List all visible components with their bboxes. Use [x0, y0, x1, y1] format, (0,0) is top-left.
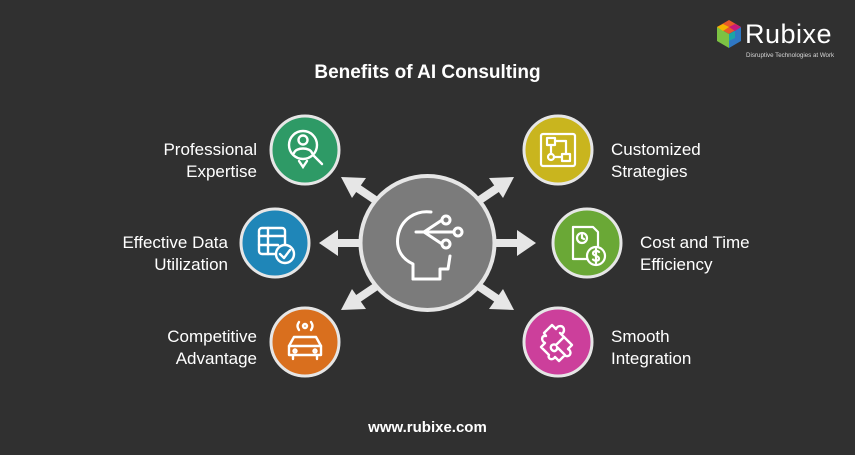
brand-logo: Rubixe Disruptive Technologies at Work [712, 16, 852, 64]
center-hub [358, 174, 497, 312]
label-line-1: Cost and Time [640, 233, 750, 252]
website-url[interactable]: www.rubixe.com [368, 419, 487, 436]
label-line-2: Advantage [175, 349, 257, 368]
circle-smooth-integration [522, 306, 594, 378]
brand-tagline: Disruptive Technologies at Work [746, 52, 835, 59]
circle-customized-strategies [522, 114, 594, 186]
label-smooth-integration: Smooth Integration [611, 326, 691, 370]
label-line-2: Utilization [154, 255, 228, 274]
ai-head-icon [396, 210, 464, 281]
data-table-check-icon [257, 226, 296, 265]
label-line-1: Effective Data [122, 233, 228, 252]
strategy-flowchart-icon [539, 132, 577, 168]
label-line-1: Competitive [167, 327, 257, 346]
label-professional-expertise: Professional Expertise [163, 139, 257, 183]
time-money-icon [571, 225, 607, 267]
label-line-1: Customized [611, 140, 701, 159]
label-line-1: Professional [163, 140, 257, 159]
label-competitive-advantage: Competitive Advantage [167, 326, 257, 370]
label-line-2: Expertise [186, 162, 257, 181]
label-line-1: Smooth [611, 327, 670, 346]
circle-effective-data [239, 207, 311, 279]
puzzle-icon [539, 323, 574, 363]
label-line-2: Strategies [611, 162, 688, 181]
label-customized-strategies: Customized Strategies [611, 139, 701, 183]
circle-professional-expertise [269, 114, 341, 186]
label-effective-data: Effective Data Utilization [122, 232, 228, 276]
label-cost-time: Cost and Time Efficiency [640, 232, 750, 276]
circle-competitive-advantage [269, 306, 341, 378]
brand-name: Rubixe [745, 19, 833, 49]
page-title: Benefits of AI Consulting [314, 62, 541, 83]
circle-cost-time [551, 207, 623, 279]
label-line-2: Integration [611, 349, 692, 368]
autonomous-car-icon [287, 320, 323, 361]
label-line-2: Efficiency [640, 255, 713, 274]
expert-search-icon [287, 129, 324, 170]
rubixe-logo-icon [717, 20, 741, 48]
